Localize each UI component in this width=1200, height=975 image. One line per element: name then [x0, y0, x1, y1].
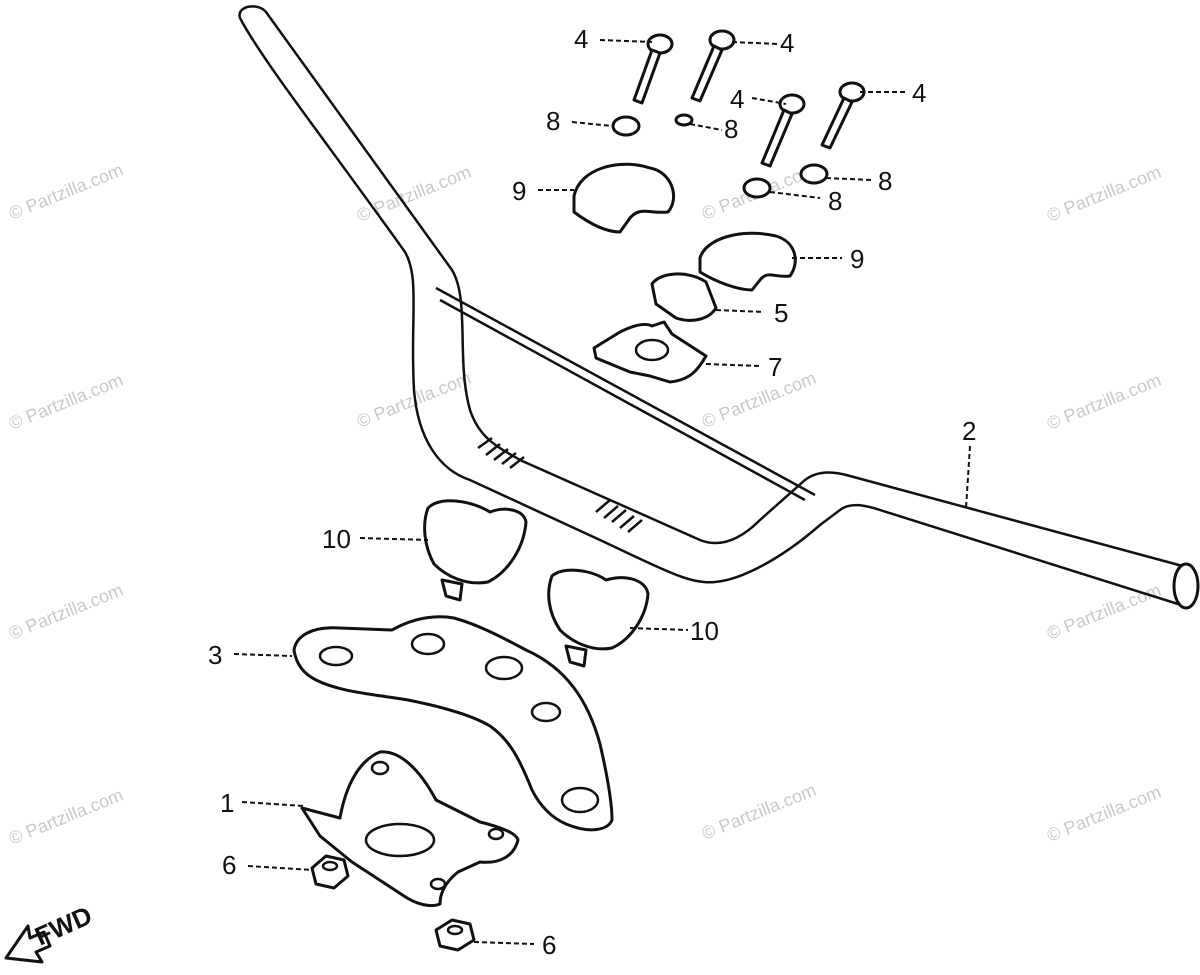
callout-7: 7	[768, 352, 782, 382]
callout-4: 4	[912, 78, 926, 108]
washer-part-8	[799, 163, 829, 185]
callout-4: 4	[730, 84, 744, 114]
watermark: © Partzilla.com	[1044, 370, 1164, 434]
callout-4: 4	[780, 28, 794, 58]
callout-5: 5	[774, 298, 788, 328]
callout-8: 8	[878, 166, 892, 196]
fwd-indicator: FWD	[4, 900, 97, 964]
bracket-hole	[410, 632, 446, 656]
handlebar-end	[1172, 562, 1200, 610]
callout-8: 8	[546, 106, 560, 136]
callout-4: 4	[574, 24, 588, 54]
bracket-hole	[370, 760, 390, 776]
fwd-arrow-icon	[4, 924, 52, 964]
bolt-part-4	[690, 29, 736, 103]
lower-holder-part-10	[547, 568, 650, 668]
callout-9: 9	[850, 244, 864, 274]
bolt-part-4	[820, 81, 866, 150]
bracket-hole	[560, 786, 600, 814]
watermark: © Partzilla.com	[1044, 162, 1164, 226]
upper-holder-part-9	[572, 162, 676, 234]
callout-9: 9	[512, 176, 526, 206]
bracket-hole	[318, 645, 354, 667]
bracket-hole	[429, 877, 447, 891]
washer-part-8	[742, 177, 772, 199]
bolt-part-4	[632, 33, 674, 105]
bracket-part-3	[292, 615, 614, 832]
watermark: © Partzilla.com	[699, 780, 819, 844]
watermark: © Partzilla.com	[699, 368, 819, 432]
callout-1: 1	[220, 788, 234, 818]
leader-lines	[233, 39, 971, 945]
washer-part-8	[674, 113, 694, 127]
watermark: © Partzilla.com	[6, 370, 126, 434]
nut-part-6	[310, 854, 350, 890]
bolt-group	[632, 29, 866, 168]
fwd-label: FWD	[30, 900, 96, 951]
callout-8: 8	[828, 186, 842, 216]
watermark: © Partzilla.com	[6, 160, 126, 224]
bracket-hole	[364, 822, 436, 858]
bracket-hole	[530, 701, 562, 723]
callout-8: 8	[724, 114, 738, 144]
bolt-part-4	[760, 93, 806, 168]
callout-6: 6	[222, 850, 236, 880]
washer-part-8	[611, 115, 641, 137]
callout-2: 2	[962, 416, 976, 446]
handlebar	[238, 5, 1200, 610]
bracket-hole	[484, 655, 524, 681]
cushion-part-5	[650, 272, 718, 322]
callout-3: 3	[208, 640, 222, 670]
bracket-hole	[487, 827, 505, 841]
washer-group	[611, 113, 829, 199]
callout-labels: 4 4 4 4 8 8 8 8 9 9 5 7 2 10 10 3 1 6 6	[208, 24, 976, 960]
nut-part-6	[434, 918, 476, 952]
watermark: © Partzilla.com	[6, 785, 126, 849]
callout-6: 6	[542, 930, 556, 960]
watermark: © Partzilla.com	[1044, 580, 1164, 644]
upper-holder-part-9	[698, 231, 797, 292]
plate-hole	[634, 338, 670, 362]
lower-holder-part-10	[423, 499, 528, 602]
watermark: © Partzilla.com	[1044, 782, 1164, 846]
callout-10: 10	[690, 616, 719, 646]
callout-10: 10	[322, 524, 351, 554]
watermark: © Partzilla.com	[6, 580, 126, 644]
